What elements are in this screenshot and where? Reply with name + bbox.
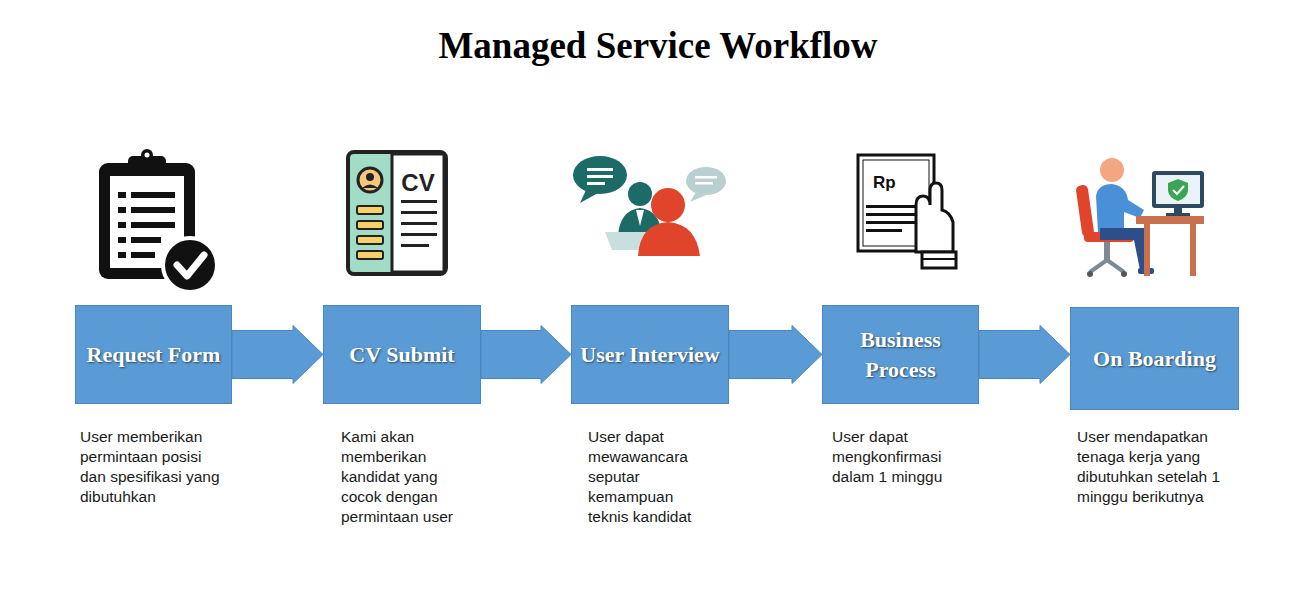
process-step: Business ProcessUser dapat mengkonfirmas… [822, 305, 979, 404]
step-heading: Request Form [81, 340, 227, 370]
icon-label: Rp [873, 173, 896, 192]
step-heading: Business Process [823, 325, 978, 385]
process-box: Business Process [822, 305, 979, 404]
block-arrow [481, 326, 571, 384]
diagram-title: Managed Service Workflow [0, 24, 1316, 67]
clipboard-icon [99, 149, 217, 292]
interview-icon [573, 156, 726, 256]
process-step: User InterviewUser dapat mewawancara sep… [571, 305, 729, 404]
process-box: CV Submit [323, 305, 481, 404]
step-description: Kami akan memberikan kandidat yang cocok… [341, 427, 473, 527]
block-arrow [979, 326, 1070, 384]
step-description: User dapat mewawancara seputar kemampuan… [588, 427, 704, 527]
process-box: On Boarding [1070, 307, 1239, 410]
process-box: User Interview [571, 305, 729, 404]
process-step: On BoardingUser mendapatkan tenaga kerja… [1070, 307, 1239, 410]
step-description: User dapat mengkonfirmasi dalam 1 minggu [832, 427, 960, 487]
step-heading: On Boarding [1087, 344, 1222, 374]
step-description: User mendapatkan tenaga kerja yang dibut… [1077, 427, 1241, 507]
process-step: CV SubmitKami akan memberikan kandidat y… [323, 305, 481, 404]
step-heading: User Interview [574, 340, 726, 370]
block-arrow [729, 326, 822, 384]
process-step: Request FormUser memberikan permintaan p… [75, 305, 232, 404]
workstation-icon [1075, 158, 1204, 277]
invoice-icon: Rp [858, 155, 956, 268]
step-heading: CV Submit [343, 340, 460, 370]
step-description: User memberikan permintaan posisi dan sp… [80, 427, 222, 507]
cv-icon: CV [348, 152, 446, 274]
process-box: Request Form [75, 305, 232, 404]
block-arrow [232, 326, 323, 384]
icon-label: CV [401, 169, 434, 196]
